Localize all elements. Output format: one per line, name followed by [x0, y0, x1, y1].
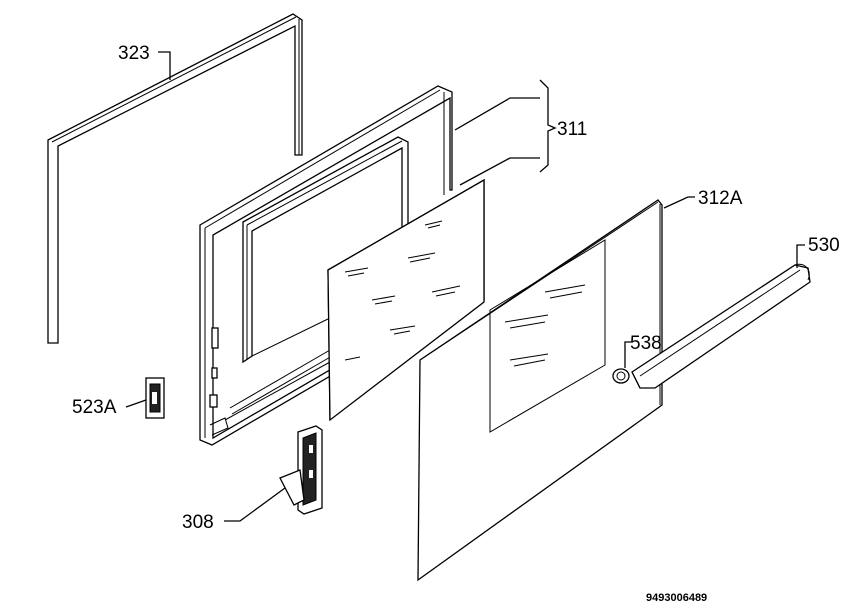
- gasket-323: [47, 13, 303, 344]
- door-frame-311: [199, 85, 453, 446]
- label-311: 311: [557, 119, 587, 140]
- hinge-308: [279, 425, 323, 515]
- drawing-number: 9493006489: [646, 592, 707, 604]
- spacer-538: [612, 368, 630, 384]
- handle-530: [631, 263, 811, 389]
- label-312a: 312A: [698, 188, 743, 209]
- leader-lines: [125, 51, 805, 522]
- label-308: 308: [182, 512, 214, 533]
- label-323: 323: [118, 43, 150, 64]
- bracket-523a: [145, 377, 165, 419]
- label-523a: 523A: [72, 397, 117, 418]
- label-538: 538: [630, 333, 662, 354]
- inner-glass-panel: [327, 178, 485, 422]
- label-530: 530: [808, 235, 840, 256]
